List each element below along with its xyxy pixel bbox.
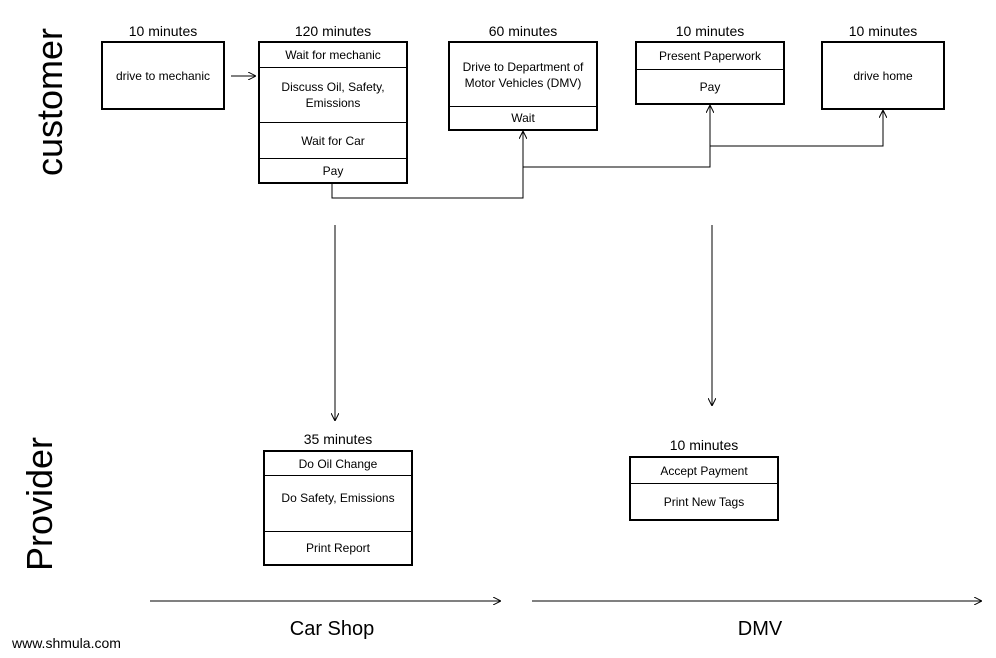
step-cell: Print New Tags — [631, 483, 777, 519]
step-cell: Drive to Department of Motor Vehicles (D… — [462, 59, 584, 90]
axis-label-car-shop: Car Shop — [289, 618, 375, 640]
step-cell: Do Safety, Emissions — [265, 475, 411, 531]
arrow-to-paperwork — [523, 106, 710, 168]
step-cell: Present Paperwork — [658, 49, 762, 63]
step-cell: Pay — [260, 158, 406, 182]
step-box-drive-home: drive home — [821, 41, 945, 110]
time-label: 120 minutes — [294, 23, 372, 39]
step-cell: Accept Payment — [660, 463, 748, 478]
step-cell: Wait for mechanic — [285, 48, 381, 62]
time-label: 60 minutes — [488, 23, 558, 39]
time-label: 10 minutes — [128, 23, 198, 39]
step-box-dmv-paperwork: Present Paperwork Pay — [635, 41, 785, 105]
step-box-drive-to-dmv: Drive to Department of Motor Vehicles (D… — [448, 41, 598, 131]
step-cell: Wait for Car — [260, 122, 406, 158]
time-label: 35 minutes — [303, 431, 373, 447]
step-cell: Pay — [637, 69, 783, 103]
provider-box-dmv: Accept Payment Print New Tags — [629, 456, 779, 521]
time-label: 10 minutes — [848, 23, 918, 39]
step-cell: Discuss Oil, Safety, Emissions — [260, 67, 406, 122]
step-cell: drive to mechanic — [115, 68, 211, 83]
arrow-to-drive-home — [710, 111, 883, 147]
time-label: 10 minutes — [675, 23, 745, 39]
axis-label-dmv: DMV — [737, 618, 783, 640]
step-box-drive-to-mechanic: drive to mechanic — [101, 41, 225, 110]
step-cell: Wait — [450, 106, 596, 129]
time-label: 10 minutes — [669, 437, 739, 453]
step-cell: drive home — [853, 68, 913, 83]
footer-url: www.shmula.com — [12, 635, 121, 651]
step-box-car-shop-visit: Wait for mechanic Discuss Oil, Safety, E… — [258, 41, 408, 184]
step-cell: Print Report — [265, 531, 411, 564]
step-cell: Do Oil Change — [298, 456, 378, 471]
provider-box-car-shop: Do Oil Change Do Safety, Emissions Print… — [263, 450, 413, 566]
arrow-pay-to-dmv — [331, 132, 523, 199]
